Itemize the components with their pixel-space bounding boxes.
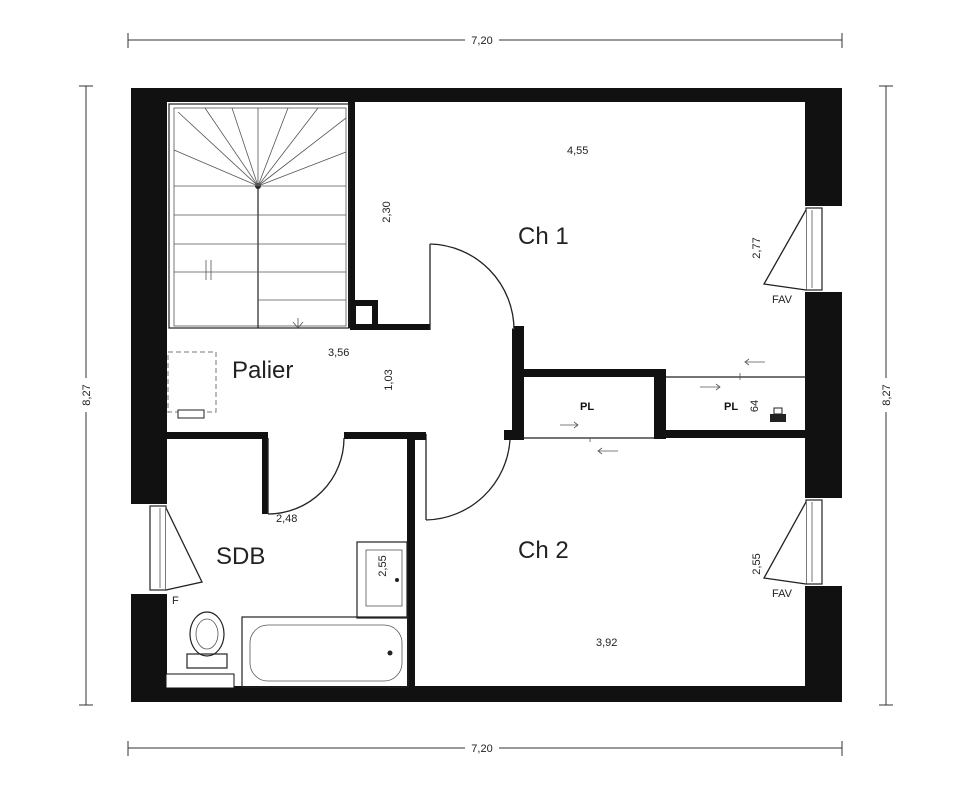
dimension-left: 8,27 bbox=[78, 85, 94, 706]
closet-width-label: 64 bbox=[749, 400, 761, 412]
palier-width-label: 3,56 bbox=[328, 347, 349, 359]
bottom-width-label: 7,20 bbox=[471, 743, 492, 755]
closet-arrows bbox=[560, 358, 765, 455]
closet-label-1: PL bbox=[580, 401, 594, 413]
top-width-label: 7,20 bbox=[471, 35, 492, 47]
sdb-width-label: 2,48 bbox=[276, 513, 297, 525]
stair-height-label: 2,30 bbox=[381, 201, 393, 222]
door-sdb bbox=[267, 437, 345, 515]
dimension-right: 8,27 bbox=[878, 85, 894, 706]
left-height-label: 8,27 bbox=[81, 384, 93, 405]
palier-height-label: 1,03 bbox=[383, 369, 395, 390]
window-sdb bbox=[149, 505, 203, 591]
window-label-sdb: F bbox=[172, 595, 179, 607]
sdb-height-label: 2,55 bbox=[377, 555, 389, 576]
door-ch1 bbox=[429, 243, 515, 331]
window-label-ch2: FAV bbox=[772, 588, 793, 600]
right-height-label: 8,27 bbox=[881, 384, 893, 405]
exterior-walls bbox=[131, 88, 842, 702]
room-label-ch2: Ch 2 bbox=[518, 537, 569, 564]
toilet bbox=[186, 611, 228, 669]
interior-walls bbox=[166, 100, 806, 692]
ch1-height-label: 2,77 bbox=[751, 237, 763, 258]
room-label-sdb: SDB bbox=[216, 543, 265, 570]
closet-label-2: PL bbox=[724, 401, 738, 413]
sink-unit bbox=[356, 541, 408, 619]
staircase bbox=[168, 103, 350, 329]
door-ch2 bbox=[414, 430, 524, 521]
dimension-bottom: 7,20 bbox=[127, 740, 843, 756]
window-ch1 bbox=[762, 207, 823, 291]
ch2-height-label: 2,55 bbox=[751, 553, 763, 574]
window-label-ch1: FAV bbox=[772, 294, 793, 306]
storage-outline bbox=[167, 351, 217, 413]
dimension-top: 7,20 bbox=[127, 32, 843, 48]
window-ch2 bbox=[762, 499, 823, 585]
room-label-palier: Palier bbox=[232, 357, 293, 384]
ch1-width-label: 4,55 bbox=[567, 145, 588, 157]
ch2-width-label: 3,92 bbox=[596, 637, 617, 649]
room-label-ch1: Ch 1 bbox=[518, 223, 569, 250]
bathtub bbox=[241, 616, 409, 688]
